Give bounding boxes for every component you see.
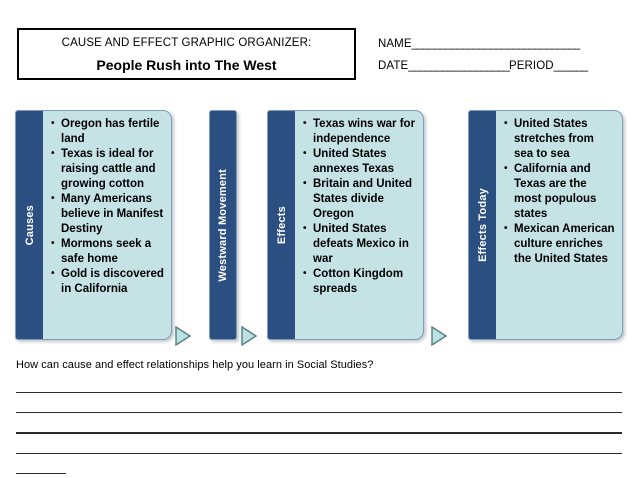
column-label-effects: Effects [275,205,288,245]
answer-line[interactable] [16,392,622,394]
arrow-right-icon [430,325,448,347]
list-item: Britain and United States divide Oregon [303,176,417,222]
worksheet-header: CAUSE AND EFFECT GRAPHIC ORGANIZER: Peop… [0,0,638,96]
list-item: Texas is ideal for raising cattle and gr… [51,146,165,192]
bullet-list-effects: Texas wins war for independence United S… [303,116,417,297]
column-label-westward-movement: Westward Movement [217,168,229,282]
list-item: Mexican American culture enriches the Un… [504,221,616,267]
bullet-list-causes: Oregon has fertile land Texas is ideal f… [51,116,165,297]
arrow-right-icon [240,325,258,347]
answer-line[interactable] [16,432,622,434]
organizer-column-effects-today[interactable]: Effects Today United States stretches fr… [468,110,623,340]
organizer-column-causes[interactable]: Causes Oregon has fertile land Texas is … [15,110,172,340]
list-item: Gold is discovered in California [51,266,165,297]
date-period-row: DATE__________________PERIOD______ [378,55,628,77]
name-input-rule[interactable]: ______________________________ [411,38,581,50]
list-item: California and Texas are the most populo… [504,161,616,222]
organizer-kicker: CAUSE AND EFFECT GRAPHIC ORGANIZER: [61,36,312,49]
column-tab-effects-today: Effects Today [469,111,496,339]
answer-line[interactable] [16,412,622,414]
list-item: Texas wins war for independence [303,116,417,147]
answer-writing-area[interactable] [16,392,622,474]
date-label: DATE [378,60,409,72]
answer-line-partial[interactable] [16,472,66,474]
title-box: CAUSE AND EFFECT GRAPHIC ORGANIZER: Peop… [17,28,356,80]
period-input-rule[interactable]: ______ [553,60,588,72]
column-tab-westward-movement: Westward Movement [210,111,236,339]
list-item: Oregon has fertile land [51,116,165,147]
arrow-right-icon [174,325,192,347]
page-title: People Rush into The West [96,56,277,73]
organizer-column-westward-movement[interactable]: Westward Movement [209,110,237,340]
list-item: Many Americans believe in Manifest Desti… [51,191,165,237]
date-input-rule[interactable]: __________________ [408,60,510,72]
column-tab-effects: Effects [268,111,295,339]
column-body-causes: Oregon has fertile land Texas is ideal f… [43,111,171,339]
answer-line[interactable] [16,452,622,454]
reflection-prompt: How can cause and effect relationships h… [16,359,374,371]
column-label-effects-today: Effects Today [476,188,489,262]
name-label: NAME [378,38,412,50]
column-body-effects-today: United States stretches from sea to sea … [496,111,622,339]
list-item: Cotton Kingdom spreads [303,266,417,297]
column-body-effects: Texas wins war for independence United S… [295,111,423,339]
list-item: United States defeats Mexico in war [303,221,417,267]
column-label-causes: Causes [23,204,36,246]
organizer-column-effects[interactable]: Effects Texas wins war for independence … [267,110,424,340]
period-label: PERIOD [508,60,554,72]
list-item: United States stretches from sea to sea [504,116,616,162]
list-item: United States annexes Texas [303,146,417,177]
column-tab-causes: Causes [16,111,43,339]
name-date-block: NAME______________________________ DATE_… [378,33,628,77]
list-item: Mormons seek a safe home [51,236,165,267]
graphic-organizer: Causes Oregon has fertile land Texas is … [0,110,638,347]
bullet-list-effects-today: United States stretches from sea to sea … [504,116,616,267]
name-row: NAME______________________________ [378,33,628,55]
